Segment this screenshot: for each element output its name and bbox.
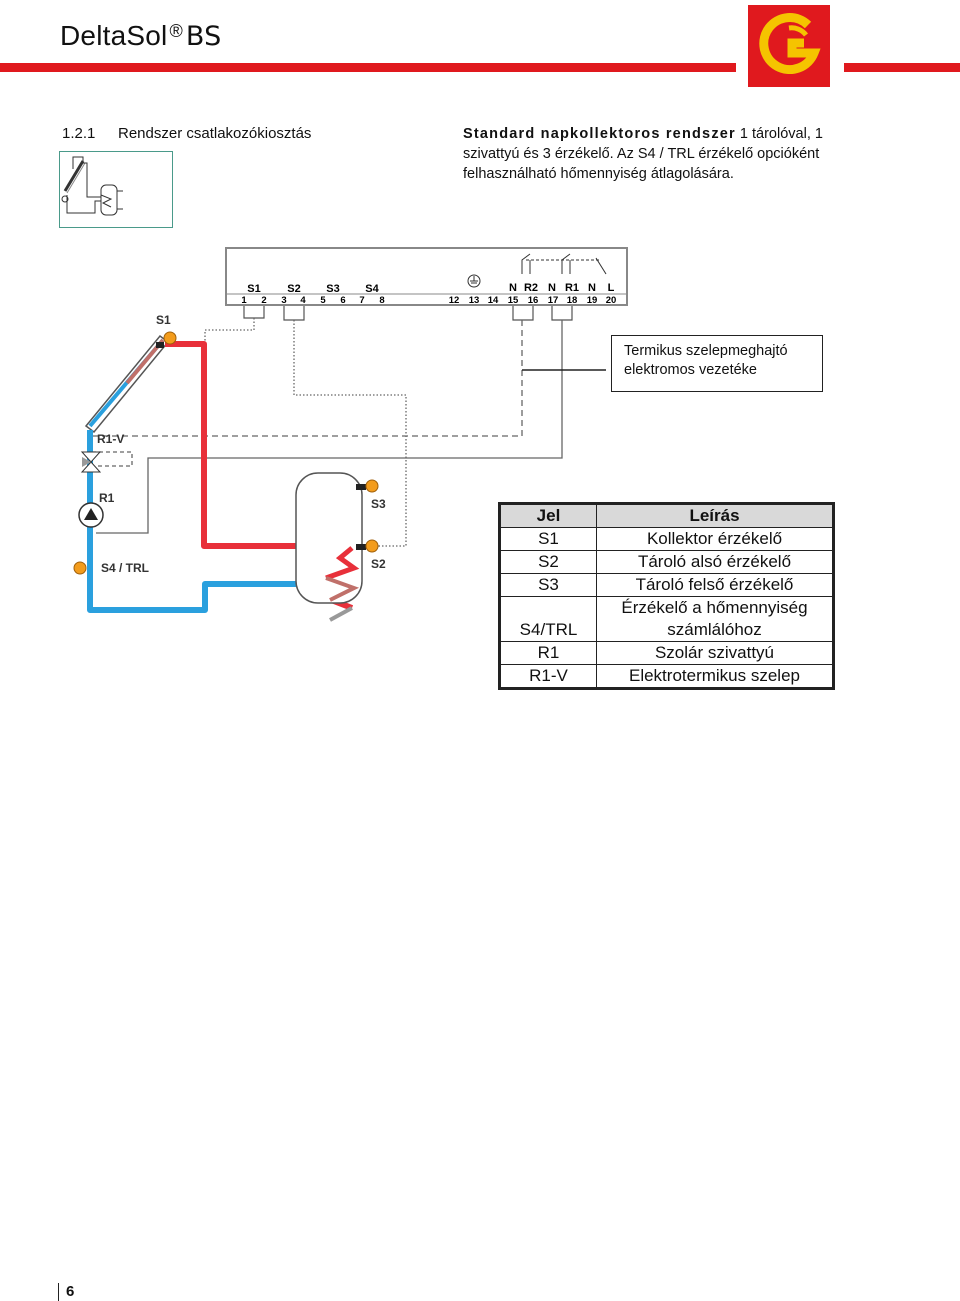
- legend-header-code: Jel: [499, 503, 597, 528]
- brand-suffix: BS: [185, 21, 222, 52]
- pump-icon: [78, 502, 104, 528]
- terminal-group-s2: S2: [287, 283, 300, 295]
- system-thumbnail-icon: [59, 151, 173, 228]
- legend-desc: Elektrotermikus szelep: [596, 664, 834, 689]
- relay-label: R1: [565, 282, 579, 294]
- relay-label: R2: [524, 282, 538, 294]
- terminal-number: 13: [469, 295, 480, 306]
- table-row: S3 Tároló felső érzékelő: [499, 573, 834, 597]
- table-row: R1 Szolár szivattyú: [499, 641, 834, 665]
- section-number: 1.2.1: [62, 125, 96, 142]
- terminal-group-s1: S1: [247, 283, 260, 295]
- legend-table: Jel Leírás S1 Kollektor érzékelő S2 Táro…: [498, 502, 835, 690]
- terminal-group-s4: S4: [365, 283, 379, 295]
- relay-label: N: [509, 282, 517, 294]
- brand-name: DeltaSol: [60, 20, 168, 51]
- header-rule-right: [844, 63, 960, 72]
- sensor-s2-icon: [365, 539, 379, 553]
- section-title: Rendszer csatlakozókiosztás: [118, 125, 312, 142]
- valve-cable-callout: Termikus szelepmeghajtó elektromos vezet…: [611, 335, 823, 392]
- storage-tank: [295, 472, 363, 604]
- wiring-diagram: S1 S2 S3 S4 1 2 3 4 5 6 7 8 12 13 14 15 …: [73, 247, 628, 622]
- label-s1: S1: [156, 313, 171, 327]
- section-description: Standard napkollektoros rendszer 1 tárol…: [463, 124, 863, 184]
- terminal-strip: S1 S2 S3 S4 1 2 3 4 5 6 7 8 12 13 14 15 …: [225, 247, 628, 306]
- company-logo-icon: [748, 5, 830, 87]
- legend-code: R1-V: [499, 664, 597, 689]
- legend-header-desc: Leírás: [596, 503, 834, 528]
- sensor-s3-icon: [365, 479, 379, 493]
- label-r1-v: R1-V: [97, 432, 124, 446]
- label-s3: S3: [371, 497, 386, 511]
- table-row: S1 Kollektor érzékelő: [499, 527, 834, 551]
- terminal-number: 19: [587, 295, 598, 306]
- terminal-number: 17: [548, 295, 559, 306]
- relay-contacts-icon: [521, 253, 607, 275]
- terminal-number: 20: [606, 295, 617, 306]
- terminal-number: 8: [379, 295, 384, 306]
- relay-label: N: [548, 282, 556, 294]
- terminal-number: 18: [567, 295, 578, 306]
- legend-desc: Szolár szivattyú: [596, 641, 834, 665]
- legend-desc: Tároló alsó érzékelő: [596, 550, 834, 574]
- table-row: S2 Tároló alsó érzékelő: [499, 550, 834, 574]
- terminal-number: 2: [261, 295, 266, 306]
- terminal-number: 15: [508, 295, 519, 306]
- legend-code: R1: [499, 641, 597, 665]
- terminal-number: 16: [528, 295, 539, 306]
- table-row: R1-V Elektrotermikus szelep: [499, 664, 834, 689]
- description-bold: Standard napkollektoros rendszer: [463, 126, 736, 142]
- terminal-number: 1: [241, 295, 247, 306]
- brand-title: DeltaSol®BS: [60, 20, 222, 52]
- label-r1: R1: [99, 491, 115, 505]
- terminal-number: 3: [281, 295, 286, 306]
- relay-label: L: [608, 282, 615, 294]
- legend-desc: Tároló felső érzékelő: [596, 573, 834, 597]
- three-way-valve-icon: [80, 451, 102, 473]
- legend-code: S3: [499, 573, 597, 597]
- label-s2: S2: [371, 557, 386, 571]
- terminal-brackets: [243, 306, 573, 321]
- terminal-group-s3: S3: [326, 283, 339, 295]
- sensor-s4-icon: [73, 561, 87, 575]
- legend-desc: Érzékelő a hőmennyiség számlálóhoz: [596, 596, 834, 642]
- legend-desc: Kollektor érzékelő: [596, 527, 834, 551]
- legend-code: S1: [499, 527, 597, 551]
- legend-code: S2: [499, 550, 597, 574]
- ground-symbol-icon: [467, 274, 481, 288]
- solar-collector: [84, 334, 170, 434]
- brand-registered-mark: ®: [169, 21, 183, 41]
- relay-label: N: [588, 282, 596, 294]
- terminal-number: 5: [320, 295, 326, 306]
- terminal-number: 6: [340, 295, 345, 306]
- label-s4: S4 / TRL: [101, 561, 149, 575]
- description-rest: 1 tárolóval, 1 szivattyú és 3 érzékelő. …: [463, 126, 823, 182]
- header-rule-left: [0, 63, 736, 72]
- legend-header-row: Jel Leírás: [499, 503, 834, 528]
- legend-code: S4/TRL: [499, 596, 597, 642]
- sensor-s1-icon: [163, 331, 177, 345]
- terminal-number: 7: [359, 295, 364, 306]
- terminal-number: 12: [449, 295, 460, 306]
- terminal-number: 14: [488, 295, 499, 306]
- terminal-number: 4: [300, 295, 306, 306]
- page-number: 6: [58, 1283, 74, 1301]
- table-row: S4/TRL Érzékelő a hőmennyiség számlálóho…: [499, 596, 834, 642]
